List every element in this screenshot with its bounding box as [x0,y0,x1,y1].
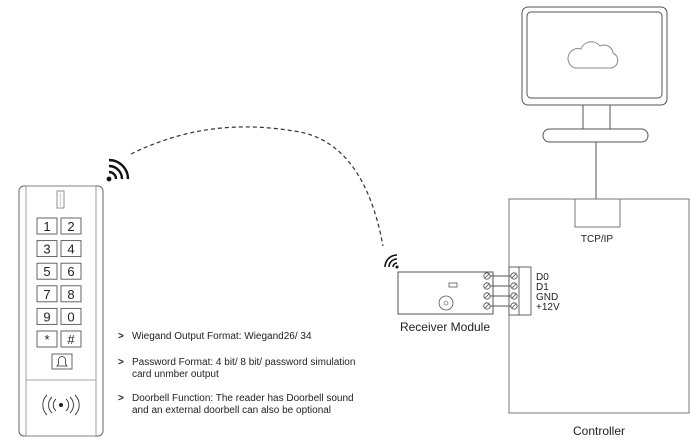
tcpip-label: TCP/IP [581,234,614,245]
keypad-key-label: # [67,332,75,347]
keypad-key-label: 4 [67,242,74,257]
rfid-wave-icon [42,394,80,416]
receiver-module: Receiver Module [397,271,494,334]
terminal-label: D1 [536,282,549,293]
keypad-key-label: 8 [67,287,74,302]
keypad-reader: 1 2 3 4 5 6 7 8 9 0 * # [18,185,104,437]
monitor [521,6,668,199]
wifi-signal-icon-receiver [384,254,399,269]
keypad-key-label: 9 [43,309,50,324]
keypad-key-label: 5 [43,264,50,279]
chevron-right-icon: > [118,393,124,404]
keypad-key[interactable]: 4 [60,240,82,258]
keypad-key[interactable]: 1 [36,217,58,235]
wireless-link-arc [130,126,384,247]
keypad-key-label: * [44,332,49,347]
terminal-label: D0 [536,272,549,283]
chevron-right-icon: > [118,331,124,342]
doorbell-button[interactable] [51,353,73,370]
keypad-key[interactable]: # [60,330,82,348]
chevron-right-icon: > [118,357,124,368]
terminal-label: GND [536,292,558,303]
keypad-key-label: 3 [43,242,50,257]
keypad-key[interactable]: 6 [60,262,82,280]
keypad-key[interactable]: 3 [36,240,58,258]
keypad-key[interactable]: 2 [60,217,82,235]
keypad-key[interactable]: 9 [36,307,58,325]
keypad-key-label: 0 [67,309,74,324]
keypad-key-label: 2 [67,219,74,234]
feature-text: Wiegand Output Format: Wiegand26/ 34 [132,331,312,342]
keypad-key-label: 1 [43,219,50,234]
tcpip-port [574,198,621,228]
controller-label: Controller [573,424,625,438]
cloud-icon [567,41,619,69]
keypad-key-label: 7 [43,287,50,302]
keypad-key[interactable]: * [36,330,58,348]
controller-box: TCP/IP Controller [508,198,690,438]
feature-text: Password Format: 4 bit/ 8 bit/ password … [132,357,356,380]
terminal-label: +12V [536,302,560,313]
wifi-signal-icon-keypad [106,158,130,182]
receiver-label: Receiver Module [400,320,490,334]
keypad-key[interactable]: 7 [36,285,58,303]
keypad-key-label: 6 [67,264,74,279]
bell-icon [56,356,68,367]
keypad-key[interactable]: 0 [60,307,82,325]
keypad-key[interactable]: 8 [60,285,82,303]
feature-text: Doorbell Function: The reader has Doorbe… [132,393,354,416]
keypad-key[interactable]: 5 [36,262,58,280]
